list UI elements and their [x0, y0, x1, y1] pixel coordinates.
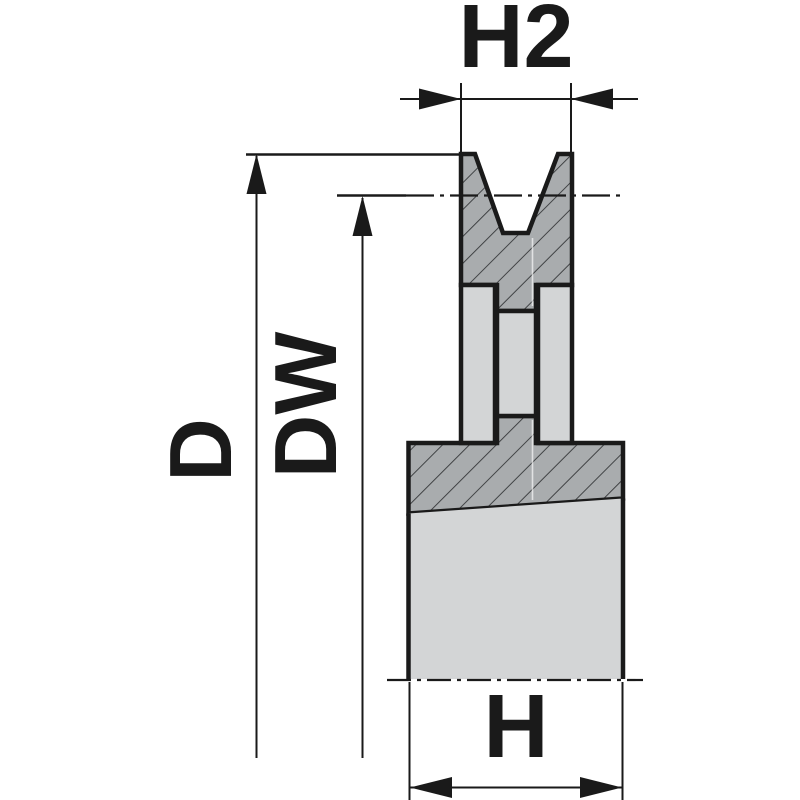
dimension-label-h: H — [483, 677, 549, 777]
pulley-hub-section — [406, 413, 626, 516]
center-bore-part — [494, 308, 539, 419]
h-arrowhead-left — [410, 777, 452, 798]
left-flange-part — [458, 282, 498, 446]
taper-bushing-part — [408, 498, 623, 679]
dimension-label-h2: H2 — [458, 0, 574, 87]
h-arrowhead-right — [580, 777, 622, 798]
h2-arrowhead-left — [419, 88, 461, 110]
dimension-label-d: D — [151, 418, 250, 482]
taper-bushing-edges — [406, 498, 626, 679]
right-flange-part — [535, 282, 575, 446]
dimension-label-dw: DW — [256, 331, 355, 479]
h2-arrowhead-right — [571, 88, 613, 110]
d-arrowhead — [246, 154, 267, 194]
dw-arrowhead — [352, 196, 373, 236]
